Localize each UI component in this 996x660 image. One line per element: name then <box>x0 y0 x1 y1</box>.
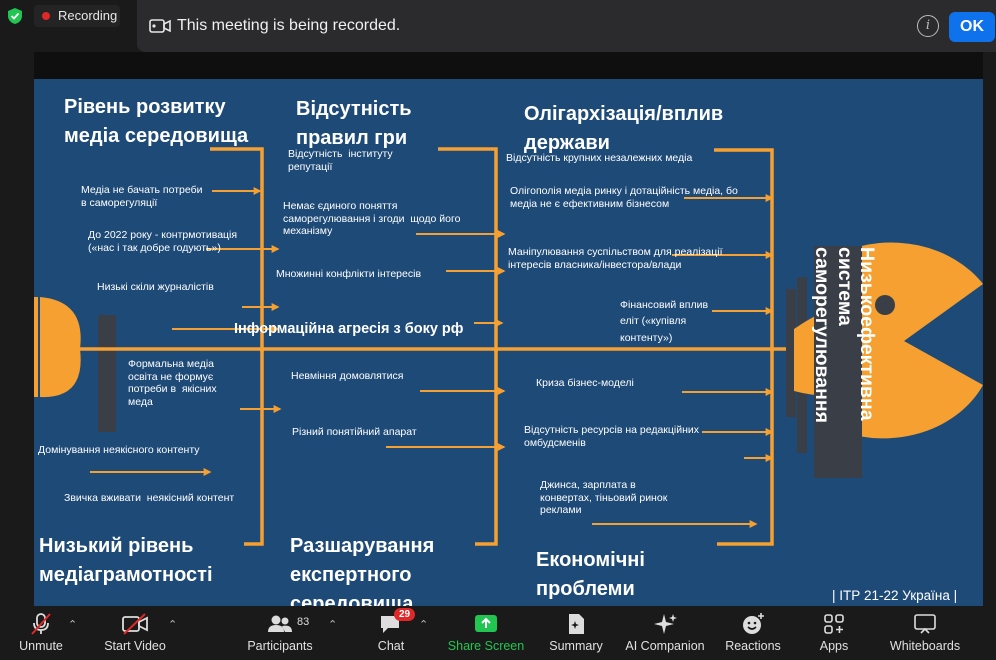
bone-top-2 <box>438 147 498 352</box>
ai-companion-button[interactable]: AI Companion <box>620 606 710 660</box>
share-screen-icon <box>475 615 497 632</box>
whiteboards-button[interactable]: Whiteboards <box>882 606 968 660</box>
info-icon[interactable]: i <box>917 15 939 37</box>
reactions-smiley-icon <box>743 613 764 634</box>
cause-inability-to-agree: Невміння домовлятися <box>291 370 404 382</box>
tail-bar <box>34 297 38 397</box>
cause-financial-influence: Фінансовий вплив еліт («купівля контенту… <box>620 299 709 344</box>
recording-indicator[interactable]: Recording <box>34 5 120 27</box>
reactions-label: Reactions <box>725 639 781 653</box>
ai-companion-label: AI Companion <box>625 639 705 653</box>
cause-no-ombudsman-resources: Відсутність ресурсів на редакційних омбу… <box>524 424 700 449</box>
apps-label: Apps <box>819 639 849 653</box>
cause-no-independent-media: Відсутність крупних незалежних медіа <box>506 152 693 164</box>
head-label: Низькоефективна система саморегулювання <box>811 247 878 424</box>
heading-low-media-literacy: Низький рівень медіаграмотності <box>39 535 213 586</box>
spine-label: Інформаційна агресія з боку рф <box>234 321 464 337</box>
cause-no-common-definition: Немає єдиного поняття саморегулювання і … <box>283 200 461 238</box>
fish-tail <box>40 297 81 398</box>
bone-bottom-2 <box>475 349 498 546</box>
cause-jeansa: Джинса, зарплата в конвертах, тіньовий р… <box>540 479 668 517</box>
reactions-button[interactable]: Reactions <box>720 606 786 660</box>
bone-bottom-1 <box>244 349 264 546</box>
gray-bar-left <box>98 315 116 432</box>
participants-chevron-icon[interactable]: ⌃ <box>328 619 338 631</box>
cause-oligopoly: Олігополія медіа ринку і дотаційність ме… <box>510 185 738 210</box>
cause-low-journalist-skills: Низькі скіли журналістів <box>97 281 214 293</box>
muted-mic-icon <box>31 613 51 635</box>
shield-icon[interactable] <box>6 7 24 25</box>
unmute-label: Unmute <box>19 639 63 653</box>
cause-conflicts-of-interest: Множинні конфлікти інтересів <box>276 268 422 280</box>
share-screen-label: Share Screen <box>447 639 525 653</box>
heading-oligarchization: Олігархізація/вплив держави <box>524 103 724 154</box>
meeting-toolbar: Unmute ⌃ Start Video ⌃ Participants 83 ⌃… <box>0 606 996 660</box>
recording-camera-icon <box>149 19 171 33</box>
participants-button[interactable]: Participants <box>238 606 322 660</box>
record-dot-icon <box>42 12 50 20</box>
participants-icon <box>268 615 292 632</box>
bone-top-3 <box>714 148 774 352</box>
start-video-button[interactable]: Start Video <box>98 606 172 660</box>
apps-icon <box>824 614 844 634</box>
chat-label: Chat <box>377 639 405 653</box>
apps-button[interactable]: Apps <box>808 606 860 660</box>
chat-unread-badge: 29 <box>394 608 416 621</box>
top-bar: Recording This meeting is being recorded… <box>0 0 996 52</box>
bone-top-1 <box>210 147 264 352</box>
slide-footer: | ІТР 21-22 Україна | <box>832 588 958 603</box>
heading-media-environment: Рівень розвитку медіа середовища <box>64 96 249 147</box>
start-video-label: Start Video <box>104 639 166 653</box>
recording-notice-banner: This meeting is being recorded. i OK <box>137 0 996 52</box>
cause-low-quality-habit: Звичка вживати неякісний контент <box>64 492 235 504</box>
chat-icon <box>381 616 399 633</box>
cause-formal-media-education: Формальна медіа освіта не формує потреби… <box>128 358 217 408</box>
fishbone-slide: Рівень розвитку медіа середовища Відсутн… <box>34 79 983 606</box>
cause-no-reputation-institute: Відсутність інституту репутації <box>288 148 393 173</box>
share-screen-button[interactable]: Share Screen <box>446 606 526 660</box>
summary-icon <box>569 614 584 634</box>
recording-label: Recording <box>58 8 118 23</box>
chat-button[interactable]: Chat <box>364 606 418 660</box>
video-off-icon <box>122 613 148 635</box>
audio-options-chevron-icon[interactable]: ⌃ <box>68 619 78 631</box>
chat-chevron-icon[interactable]: ⌃ <box>419 619 429 631</box>
cause-low-quality-dominance: Домінування неякісного контенту <box>38 444 200 456</box>
heading-no-rules: Відсутність правил гри <box>296 98 412 149</box>
participants-count: 83 <box>297 616 310 628</box>
recording-notice-message: This meeting is being recorded. <box>177 17 401 34</box>
ai-sparkle-icon <box>654 614 677 634</box>
cause-manipulation: Маніпулювання суспільством для реалізаці… <box>508 246 723 271</box>
fish-head <box>786 242 983 478</box>
whiteboards-label: Whiteboards <box>889 639 961 653</box>
unmute-button[interactable]: Unmute <box>6 606 76 660</box>
ok-button[interactable]: OK <box>949 12 995 42</box>
summary-label: Summary <box>549 639 603 653</box>
video-options-chevron-icon[interactable]: ⌃ <box>168 619 178 631</box>
summary-button[interactable]: Summary <box>544 606 608 660</box>
cause-different-terminology: Різний понятійний апарат <box>292 426 417 438</box>
cause-countermotivation: До 2022 року - контрмотивація («нас і та… <box>88 229 238 254</box>
heading-expert-stratification: Разшарування експертного середовища <box>290 535 435 606</box>
fishbone-diagram <box>34 147 983 546</box>
bone-bottom-3 <box>717 349 774 546</box>
whiteboard-icon <box>914 614 936 634</box>
cause-no-self-regulation-need: Медіа не бачать потреби в саморегуляції <box>81 184 203 209</box>
heading-economic-problems: Економічні проблеми <box>536 549 645 600</box>
participants-label: Participants <box>247 639 313 653</box>
cause-business-model-crisis: Криза бізнес-моделі <box>536 377 634 389</box>
